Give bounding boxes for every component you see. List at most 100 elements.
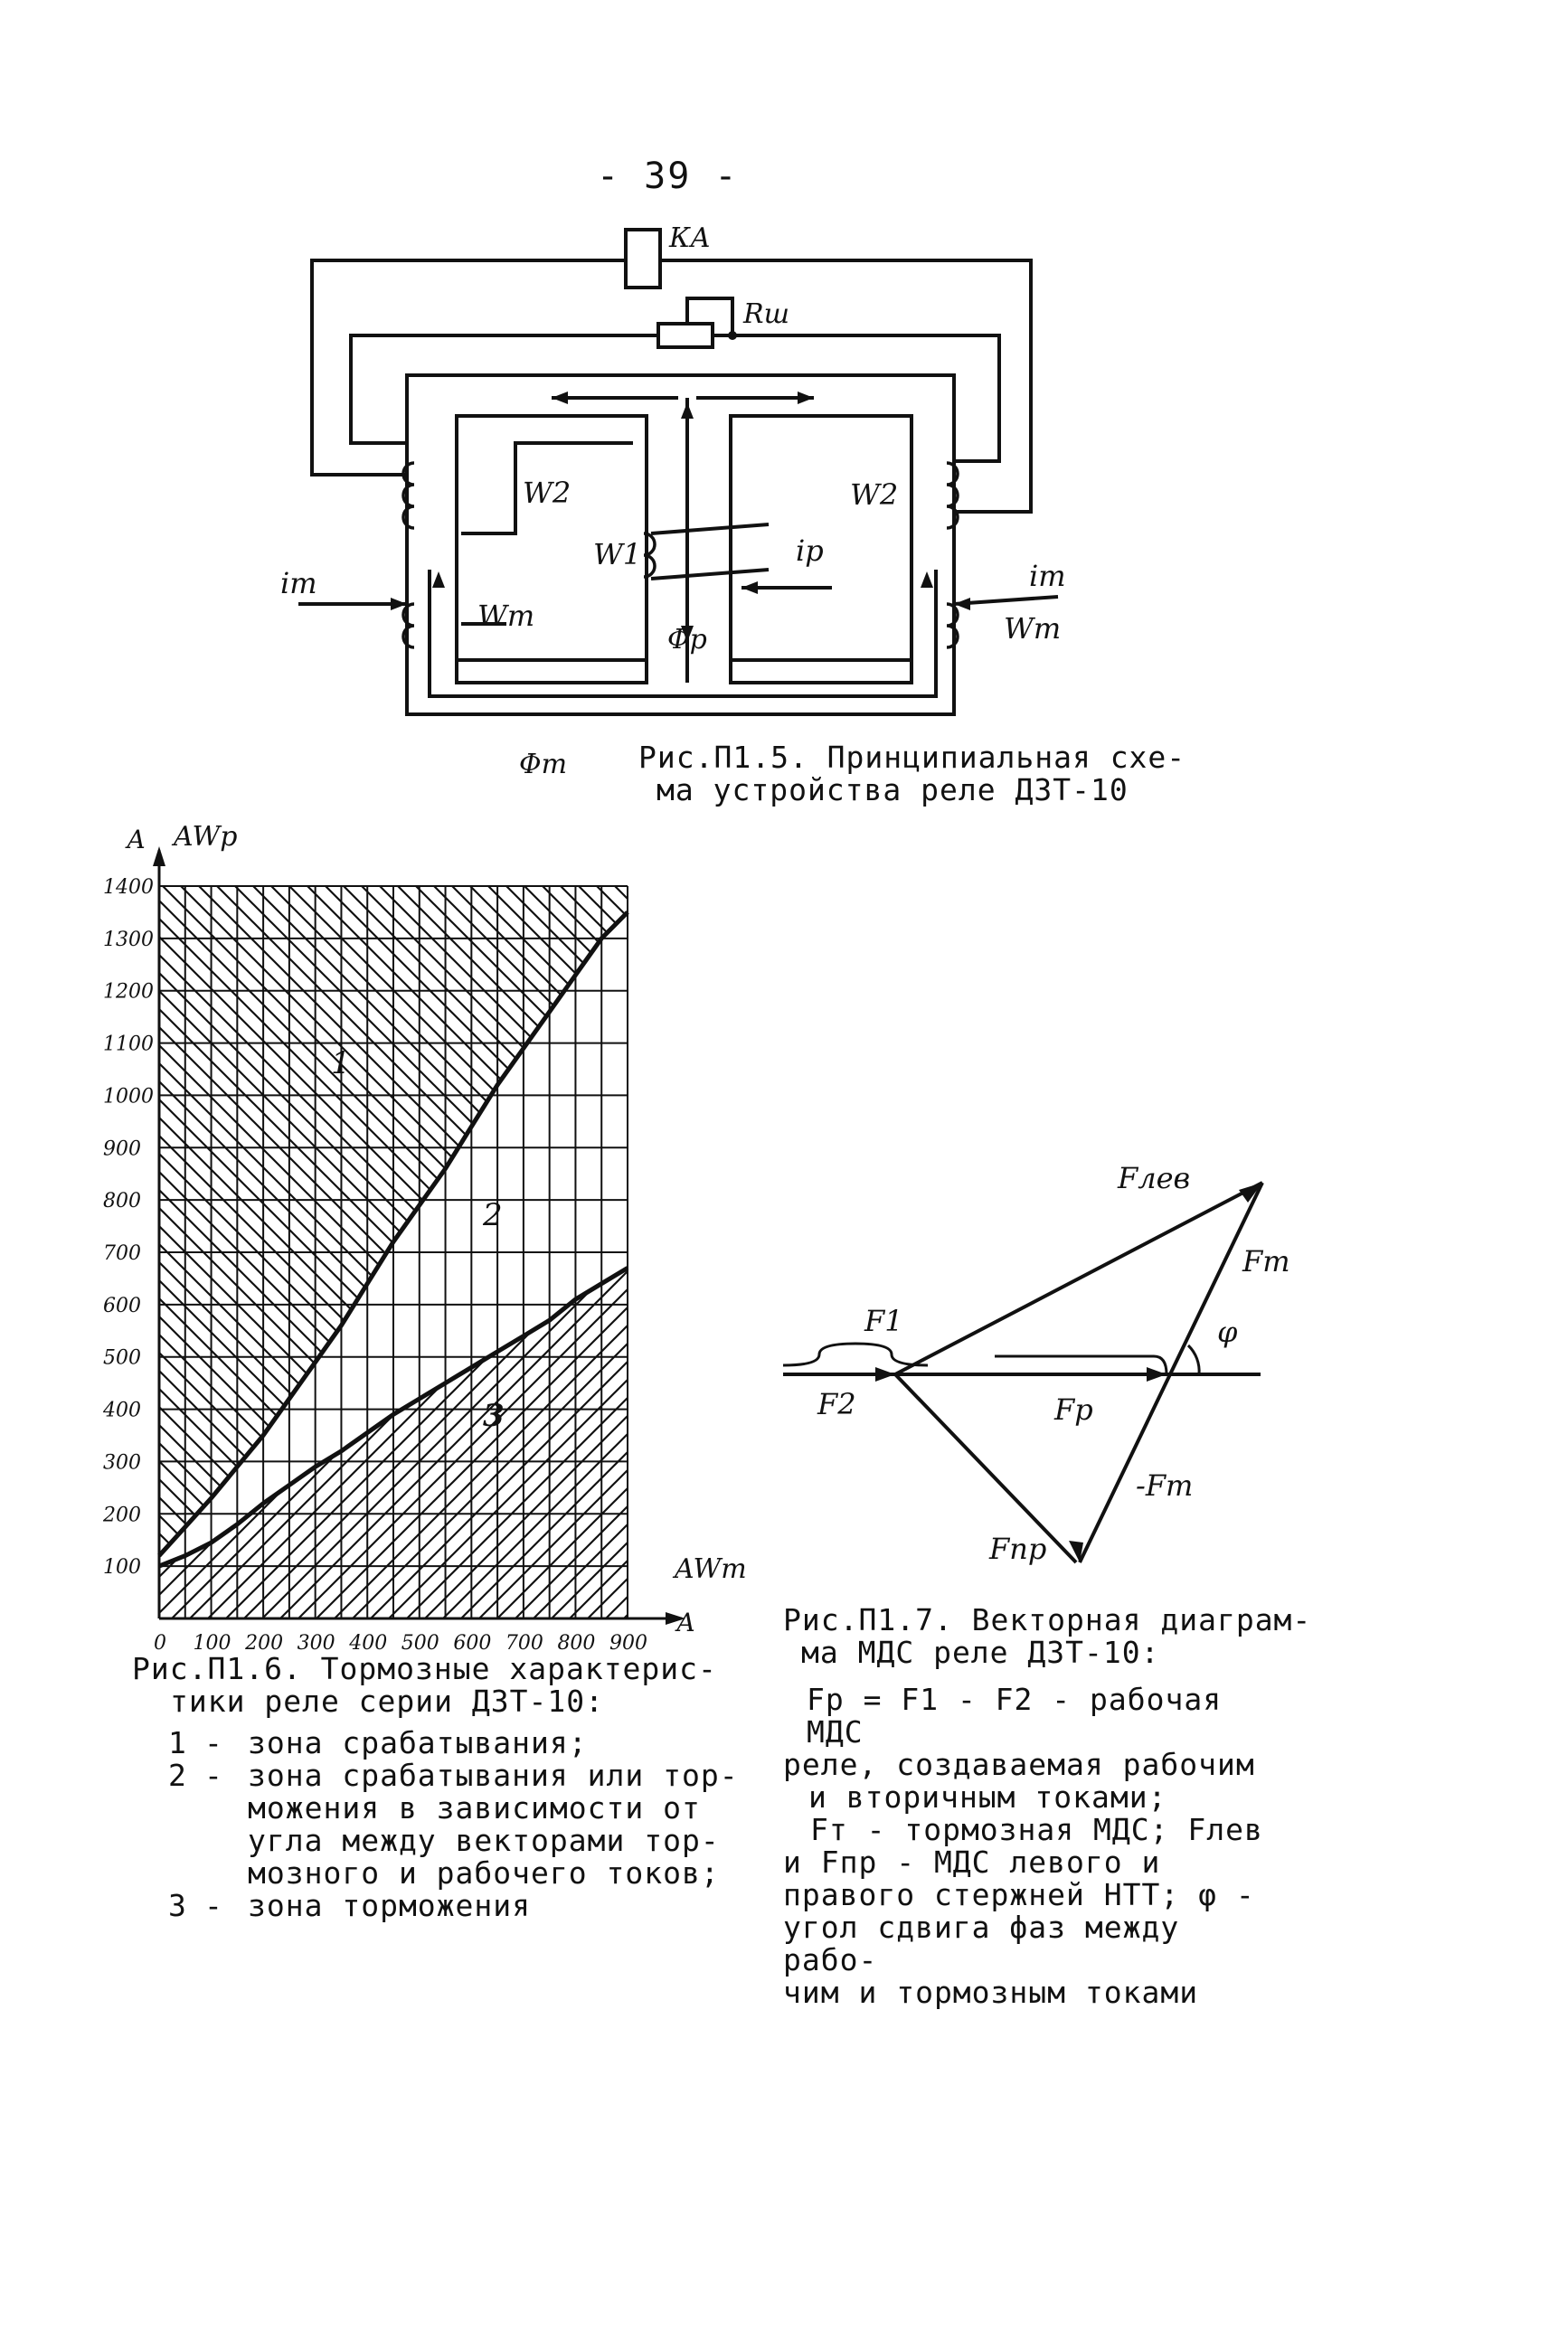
legend-item: мозного и рабочего токов; — [168, 1857, 739, 1890]
x-axis-unit: А — [676, 1608, 696, 1637]
fig7-desc-line: и вторичным токами; — [808, 1779, 1167, 1815]
upper-characteristic-curve — [157, 911, 629, 1558]
rsh-label: Rш — [743, 298, 790, 330]
zone-1-label: 1 — [331, 1045, 351, 1081]
x-tick-label: 500 — [401, 1632, 439, 1655]
x-axis-label: AWт — [675, 1553, 747, 1585]
f1-label: F1 — [864, 1304, 903, 1338]
fig7-desc-line: Fр = F1 - F2 - рабочая МДС — [807, 1682, 1223, 1750]
f-pr-vector — [893, 1373, 1078, 1564]
legend-item: можения в зависимости от — [168, 1792, 739, 1825]
legend-text: можения в зависимости от — [248, 1790, 701, 1826]
y-tick-label: 700 — [103, 1242, 141, 1265]
fig7-desc-line: и Fпр - МДС левого и — [783, 1845, 1161, 1880]
f-lev-label: Fлев — [1118, 1161, 1191, 1195]
fig7-desc-line: правого стержней НТТ; φ - — [783, 1877, 1255, 1912]
zone-2-label: 2 — [483, 1197, 503, 1233]
lower-characteristic-curve — [158, 1266, 629, 1569]
fig7-desc-line: реле, создаваемая рабочим — [783, 1747, 1255, 1782]
fig6-legend: 1-зона срабатывания; 2-зона срабатывания… — [168, 1727, 739, 1922]
fig7-desc-line: Fт - тормозная МДС; Fлев — [810, 1812, 1263, 1847]
f-t-vector — [1168, 1182, 1264, 1375]
x-tick-label: 800 — [557, 1632, 595, 1655]
phi-t-label: Φт — [519, 749, 568, 780]
phi-arc — [1186, 1344, 1201, 1375]
fig7-caption-line2: ма МДС реле ДЗТ-10: — [801, 1635, 1160, 1670]
wt-right-label: Wт — [1004, 611, 1062, 646]
w1-coil — [643, 532, 656, 579]
legend-item: угла между векторами тор- — [168, 1825, 739, 1857]
y-tick-label: 1300 — [103, 929, 154, 951]
w2-left-label: W2 — [523, 476, 571, 510]
y-tick-label: 300 — [103, 1451, 141, 1474]
legend-text: угла между векторами тор- — [248, 1823, 720, 1858]
fig5-caption: Рис.П1.5. Принципиальная схе- ма устройс… — [638, 741, 1185, 807]
legend-item: 3-зона торможения — [168, 1888, 532, 1923]
fig7-desc-line: угол сдвига фаз между рабо- — [783, 1910, 1180, 1977]
y-axis-unit: А — [127, 825, 146, 854]
y-tick-label: 600 — [103, 1295, 141, 1317]
legend-text: зона торможения — [248, 1888, 532, 1923]
fig7-caption-line1: Рис.П1.7. Векторная диаграм- — [783, 1602, 1312, 1637]
x-tick-label: 300 — [298, 1632, 335, 1655]
y-tick-label: 500 — [103, 1347, 141, 1370]
fig7-desc-line: чим и тормозным токами — [783, 1975, 1199, 2010]
wt-left-label: Wт — [477, 599, 535, 633]
zone-3-label: 3 — [483, 1398, 505, 1434]
legend-text: зона срабатывания; — [248, 1725, 588, 1760]
fig5-caption-line2: ма устройства реле ДЗТ-10 — [656, 772, 1129, 807]
y-tick-label: 1200 — [103, 981, 154, 1004]
fig7-description: Fр = F1 - F2 - рабочая МДС реле, создава… — [783, 1684, 1289, 2009]
minus-f-t-vector — [1078, 1373, 1172, 1563]
minus-f-t-label: -Fт — [1136, 1468, 1194, 1503]
y-tick-label: 200 — [102, 1504, 141, 1526]
y-tick-label: 1400 — [103, 876, 154, 899]
fig7-caption: Рис.П1.7. Векторная диаграм- ма МДС реле… — [783, 1604, 1311, 1669]
wt-left-coil — [401, 602, 415, 649]
legend-num: 1 — [168, 1725, 187, 1760]
w1-label: W1 — [593, 537, 642, 571]
legend-text: зона срабатывания или тор- — [248, 1758, 739, 1793]
y-tick-label: 800 — [103, 1190, 141, 1212]
phi-label: φ — [1217, 1315, 1238, 1349]
f-lev-vector — [894, 1181, 1263, 1376]
it-right-label: iт — [1029, 559, 1066, 593]
page-number: - 39 - — [597, 156, 739, 197]
x-tick-label: 900 — [609, 1632, 647, 1655]
x-tick-label: 700 — [505, 1632, 543, 1655]
legend-item: 1-зона срабатывания; — [168, 1725, 588, 1760]
legend-text: мозного и рабочего токов; — [248, 1855, 720, 1891]
phi-p-label: Φр — [667, 624, 707, 656]
x-axis-arrow — [666, 1612, 685, 1625]
y-tick-label: 100 — [103, 1556, 141, 1579]
w2-left-coil — [401, 461, 415, 530]
f-p-label: Fр — [1054, 1392, 1093, 1427]
x-tick-label: 100 — [194, 1632, 231, 1655]
y-tick-label: 1100 — [103, 1033, 154, 1056]
fig5-caption-line1: Рис.П1.5. Принципиальная схе- — [638, 740, 1186, 775]
f2-label: F2 — [817, 1387, 856, 1421]
x-tick-label: 600 — [453, 1632, 491, 1655]
f-pr-label: Fпр — [989, 1532, 1047, 1566]
legend-num: 3 — [168, 1888, 187, 1923]
y-axis-label: AWр — [174, 821, 238, 853]
y-tick-label: 400 — [102, 1400, 141, 1422]
ip-label: iр — [796, 533, 824, 568]
y-tick-label: 900 — [103, 1137, 141, 1160]
x-tick-label: 200 — [244, 1632, 283, 1655]
fig6-caption-line1: Рис.П1.6. Тормозные характерис- — [132, 1651, 717, 1686]
legend-item: 2-зона срабатывания или тор- — [168, 1758, 739, 1793]
y-tick-label: 1000 — [103, 1085, 154, 1108]
x-tick-label: 400 — [348, 1632, 387, 1655]
legend-num: 2 — [168, 1758, 187, 1793]
ka-label: КА — [669, 222, 711, 254]
fig6-caption: Рис.П1.6. Тормозные характерис- тики рел… — [132, 1653, 717, 1718]
fig6-caption-line2: тики реле серии ДЗТ-10: — [170, 1684, 604, 1719]
y-axis-arrow — [153, 846, 165, 866]
x-tick-label: 0 — [154, 1632, 166, 1655]
it-left-label: iт — [280, 566, 317, 600]
f-t-label: Fт — [1242, 1244, 1290, 1279]
